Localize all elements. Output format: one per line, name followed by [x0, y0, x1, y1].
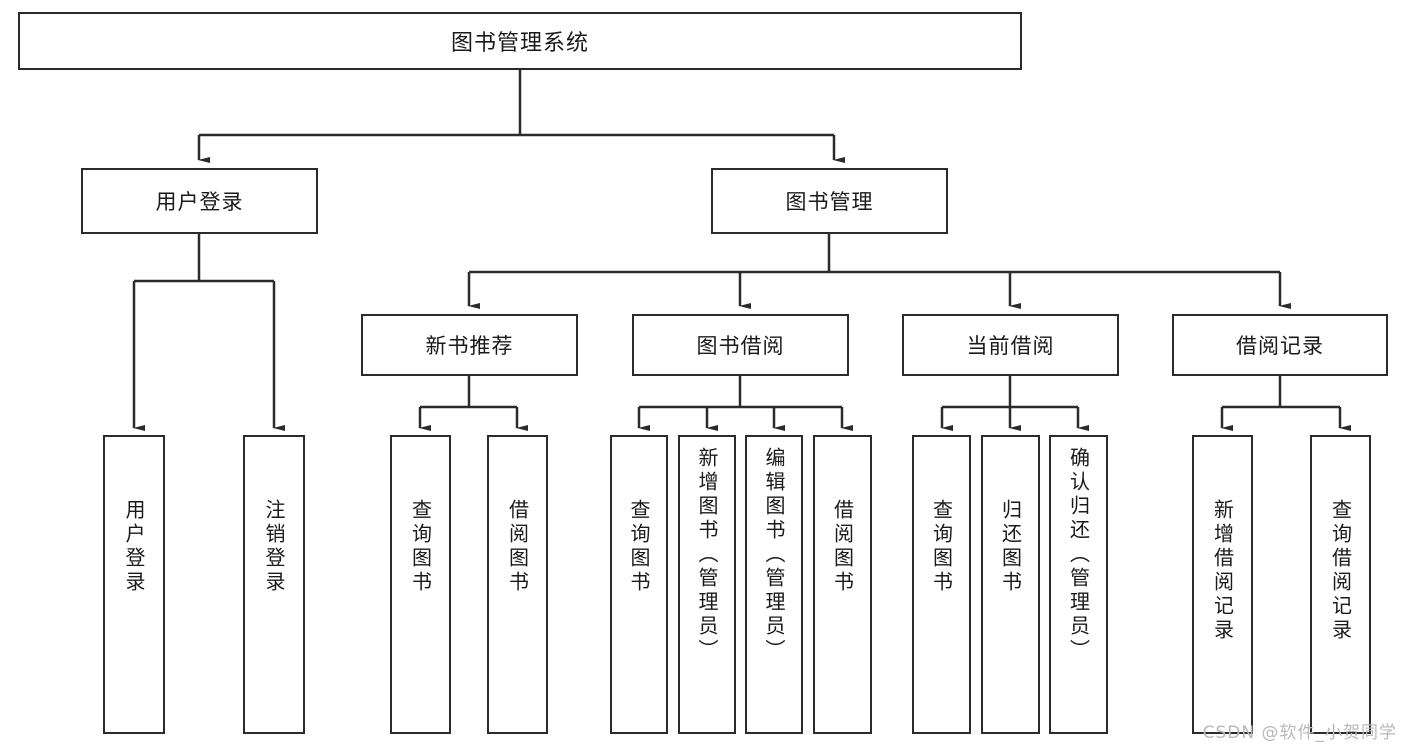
leaf-book-borrow-edit[interactable]: 编辑图书（管理员）: [745, 435, 803, 734]
watermark-text: CSDN @软件_小贺同学: [1202, 723, 1397, 743]
node-label: 编辑图书（管理员）: [762, 447, 786, 663]
node-label: 查询图书: [408, 499, 433, 595]
node-borrow-record[interactable]: 借阅记录: [1172, 314, 1388, 376]
node-label: 借阅记录: [1236, 334, 1324, 358]
node-root-book-management-system[interactable]: 图书管理系统: [18, 12, 1022, 70]
node-label: 借阅图书: [830, 499, 855, 595]
node-label: 图书管理: [785, 190, 874, 214]
node-label: 借阅图书: [505, 499, 530, 595]
leaf-current-borrow-return[interactable]: 归还图书: [981, 435, 1040, 734]
leaf-book-borrow-add[interactable]: 新增图书（管理员）: [678, 435, 736, 734]
leaf-current-borrow-query[interactable]: 查询图书: [912, 435, 971, 734]
leaf-current-borrow-confirm-return[interactable]: 确认归还（管理员）: [1049, 435, 1108, 734]
node-new-book-recommend[interactable]: 新书推荐: [361, 314, 578, 376]
node-label: 用户登录: [155, 190, 244, 214]
leaf-book-borrow-query[interactable]: 查询图书: [610, 435, 668, 734]
leaf-borrow-record-query[interactable]: 查询借阅记录: [1310, 435, 1371, 734]
node-book-borrow[interactable]: 图书借阅: [632, 314, 849, 376]
node-label: 用户登录: [122, 499, 146, 595]
node-user-login[interactable]: 用户登录: [81, 168, 318, 234]
leaf-user-login-login[interactable]: 用户登录: [103, 435, 165, 734]
node-label: 图书借阅: [696, 334, 785, 358]
node-label: 新书推荐: [425, 334, 514, 358]
node-label: 查询图书: [627, 499, 651, 595]
node-label: 新增借阅记录: [1210, 499, 1235, 643]
leaf-new-book-query[interactable]: 查询图书: [390, 435, 451, 734]
node-current-borrow[interactable]: 当前借阅: [902, 314, 1119, 376]
node-book-management[interactable]: 图书管理: [711, 168, 948, 234]
leaf-borrow-record-add[interactable]: 新增借阅记录: [1192, 435, 1253, 734]
leaf-new-book-borrow[interactable]: 借阅图书: [487, 435, 548, 734]
node-label: 查询借阅记录: [1328, 499, 1353, 643]
node-label: 当前借阅: [966, 334, 1055, 358]
node-label: 查询图书: [929, 499, 954, 595]
node-label: 确认归还（管理员）: [1066, 447, 1091, 663]
leaf-book-borrow-borrow[interactable]: 借阅图书: [813, 435, 872, 734]
leaf-user-login-logout[interactable]: 注销登录: [243, 435, 305, 734]
node-label: 注销登录: [262, 499, 286, 595]
node-label: 归还图书: [998, 499, 1023, 595]
node-label: 新增图书（管理员）: [695, 447, 719, 663]
node-label: 图书管理系统: [450, 31, 589, 56]
